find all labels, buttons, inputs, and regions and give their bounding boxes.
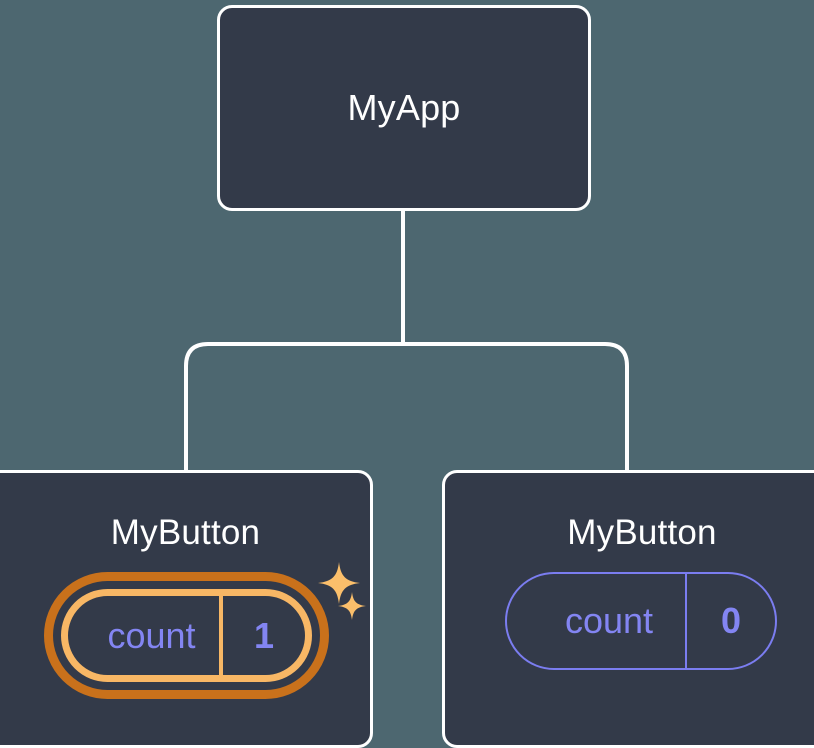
state-value: 1 bbox=[253, 614, 275, 656]
state-divider bbox=[219, 596, 223, 675]
node-title: MyButton bbox=[567, 513, 717, 552]
state-divider bbox=[685, 574, 687, 668]
node-mybutton-left[interactable]: MyButton count 1 bbox=[0, 470, 373, 748]
state-key: count bbox=[564, 600, 654, 641]
state-value: 0 bbox=[720, 600, 742, 641]
node-title: MyApp bbox=[347, 87, 461, 128]
node-myapp[interactable]: MyApp bbox=[217, 5, 591, 211]
state-pill-inner: count 1 bbox=[61, 589, 312, 682]
state-pill-highlighted[interactable]: count 1 bbox=[44, 572, 329, 699]
node-title: MyButton bbox=[110, 513, 261, 552]
state-pill[interactable]: count 0 bbox=[505, 572, 777, 670]
node-mybutton-right[interactable]: MyButton count 0 bbox=[442, 470, 814, 748]
state-pill-wrapper: count 1 bbox=[44, 572, 329, 699]
state-pill-wrapper: count 0 bbox=[505, 572, 777, 670]
state-key: count bbox=[107, 614, 196, 656]
